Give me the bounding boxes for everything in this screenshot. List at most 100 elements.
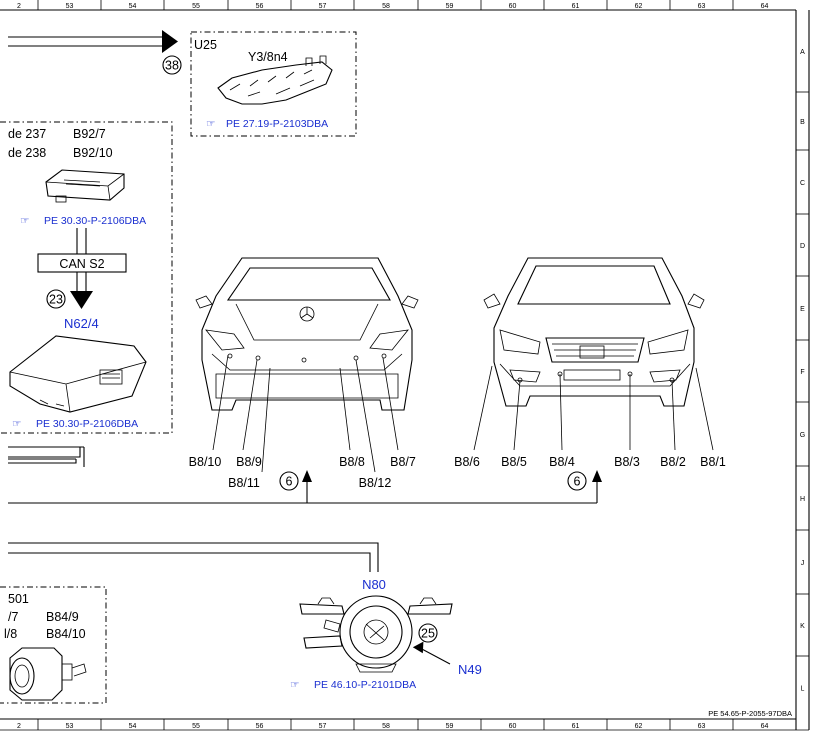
column-label-bottom: 2 xyxy=(17,723,21,730)
left-ref2: PE 30.30-P-2106DBA xyxy=(36,418,138,430)
column-label-bottom: 62 xyxy=(635,723,643,730)
b84-9-label: B84/9 xyxy=(46,610,79,624)
front-sensor-label: B8/2 xyxy=(660,455,686,469)
drawing-frame xyxy=(0,0,810,731)
column-label-bottom: 56 xyxy=(256,723,264,730)
front-sensor-label: B8/3 xyxy=(614,455,640,469)
row-label: D xyxy=(800,243,805,250)
left-ref1: PE 30.30-P-2106DBA xyxy=(44,215,146,227)
front-sensor-label: B8/1 xyxy=(700,455,726,469)
pointer-icon-4: ☞ xyxy=(290,679,299,691)
b92-10-label: B92/10 xyxy=(73,146,113,160)
rear-car-drawing xyxy=(195,257,419,411)
line1-left: de 237 xyxy=(8,127,46,141)
pointer-icon: ☞ xyxy=(206,118,215,130)
column-label-bottom: 57 xyxy=(319,723,327,730)
column-label-top: 59 xyxy=(446,3,454,10)
rear-sensor-label: B8/9 xyxy=(236,455,262,469)
signal-arrow-38: 38 xyxy=(8,30,182,75)
row-label: G xyxy=(800,432,805,439)
wire-left-1 xyxy=(8,446,81,458)
circle-6b-label: 6 xyxy=(574,475,581,489)
column-label-bottom: 58 xyxy=(382,723,390,730)
front-sensor-labels: B8/6 B8/5 B8/4 B8/3 B8/2 B8/1 xyxy=(454,455,726,469)
column-label-bottom: 60 xyxy=(509,723,517,730)
valve-body-icon xyxy=(217,55,333,105)
bl-line3a: l/8 xyxy=(4,627,17,641)
row-label: E xyxy=(800,306,805,313)
column-label-top: 55 xyxy=(192,3,200,10)
column-label-bottom: 61 xyxy=(572,723,580,730)
column-label-top: 57 xyxy=(319,3,327,10)
n80-label: N80 xyxy=(362,577,386,592)
n80-ref: PE 46.10-P-2101DBA xyxy=(314,679,416,691)
column-label-top: 62 xyxy=(635,3,643,10)
line2-left: de 238 xyxy=(8,146,46,160)
column-label-bottom: 54 xyxy=(129,723,137,730)
n49-label: N49 xyxy=(458,662,482,677)
row-label: J xyxy=(801,560,805,567)
rear-sensor-label: B8/7 xyxy=(390,455,416,469)
pointer-icon-3: ☞ xyxy=(12,418,21,430)
column-label-top: 56 xyxy=(256,3,264,10)
steering-module: N80 25 N49 ☞ PE 46.10-P-2101DBA xyxy=(290,577,482,691)
column-label-top: 53 xyxy=(66,3,74,10)
steering-column-module-icon xyxy=(299,595,453,673)
column-label-top: 60 xyxy=(509,3,517,10)
column-label-top: 64 xyxy=(761,3,769,10)
rear-sensor-label: B8/10 xyxy=(189,455,222,469)
front-sensor-label: B8/5 xyxy=(501,455,527,469)
n62-4-label: N62/4 xyxy=(64,316,99,331)
column-label-bottom: 59 xyxy=(446,723,454,730)
rear-sensor-labels: B8/10 B8/9B8/11 B8/8 B8/7B8/12 xyxy=(189,455,416,490)
sensor-module-icon xyxy=(45,169,125,203)
row-label: C xyxy=(800,180,805,187)
bl-line1: 501 xyxy=(8,592,29,606)
can-s2-label: CAN S2 xyxy=(59,257,104,271)
front-sensor-label: B8/6 xyxy=(454,455,480,469)
rear-sensor-label: B8/8 xyxy=(339,455,365,469)
row-label: K xyxy=(800,623,805,630)
column-label-top: 61 xyxy=(572,3,580,10)
front-car-drawing xyxy=(483,257,705,407)
column-label-bottom: 64 xyxy=(761,723,769,730)
rear-sensor-label: B8/12 xyxy=(359,476,392,490)
pointer-icon-2: ☞ xyxy=(20,215,29,227)
column-label-bottom: 63 xyxy=(698,723,706,730)
circle-6a-label: 6 xyxy=(286,475,293,489)
u25-label: U25 xyxy=(194,38,217,52)
reference-circle-6b xyxy=(567,471,587,491)
column-label-top: 54 xyxy=(129,3,137,10)
y3-label: Y3/8n4 xyxy=(248,50,288,64)
b92-7-label: B92/7 xyxy=(73,127,106,141)
drawing-code: PE 54.65-P-2055-97DBA xyxy=(708,709,792,718)
can-s2-box xyxy=(37,253,127,273)
reference-circle-25 xyxy=(418,623,438,643)
column-label-top: 58 xyxy=(382,3,390,10)
control-unit-icon xyxy=(9,335,147,413)
front-sensor-label: B8/4 xyxy=(549,455,575,469)
reference-circle-38 xyxy=(162,55,182,75)
row-label: F xyxy=(800,369,804,376)
row-label: H xyxy=(800,496,805,503)
bus-line: 6 6 xyxy=(8,470,602,504)
row-label: L xyxy=(801,686,805,693)
rear-sensor-label: B8/11 xyxy=(228,476,260,490)
column-label-bottom: 53 xyxy=(66,723,74,730)
column-label-bottom: 55 xyxy=(192,723,200,730)
circle-38-label: 38 xyxy=(165,59,179,73)
n80-wire xyxy=(8,542,379,572)
bottom-left-group: 501 /7 B84/9 l/8 B84/10 xyxy=(0,586,107,704)
camera-icon xyxy=(9,647,87,701)
row-label: A xyxy=(800,49,805,56)
reference-circle-6a xyxy=(279,471,299,491)
column-labels-top: 2 53 54 55 56 57 58 59 60 61 62 63 64 xyxy=(17,3,768,10)
column-label-top: 2 xyxy=(17,3,21,10)
reference-circle-23 xyxy=(46,289,66,309)
column-label-top: 63 xyxy=(698,3,706,10)
bl-line2a: /7 xyxy=(8,610,18,624)
circle-23-label: 23 xyxy=(49,293,63,307)
